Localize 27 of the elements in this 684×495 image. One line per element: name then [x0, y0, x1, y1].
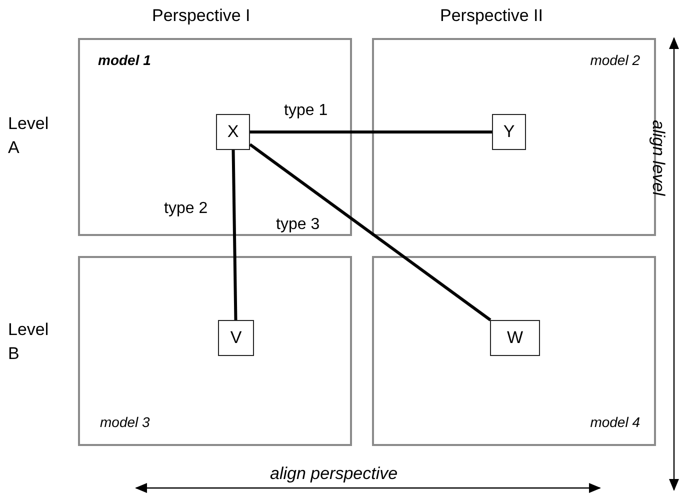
model-title: model 4 — [590, 414, 640, 430]
node-box — [218, 320, 254, 356]
connector-line — [232, 150, 238, 320]
model-title: model 1 — [98, 52, 151, 68]
axis-label: align level — [648, 120, 668, 196]
model-title: model 2 — [590, 52, 640, 68]
edge-label: type 3 — [274, 216, 322, 234]
model-panel — [78, 256, 352, 446]
node-label: W — [506, 328, 524, 348]
node-label: V — [230, 328, 242, 348]
column-label: Perspective II — [440, 6, 543, 26]
column-label: Perspective I — [152, 6, 250, 26]
axis-label: align perspective — [270, 464, 398, 484]
edge-label: type 2 — [162, 200, 210, 218]
connector-line — [250, 130, 492, 134]
node-label: X — [227, 122, 239, 142]
node-box — [492, 114, 526, 150]
row-label: Level A — [8, 113, 48, 159]
node-label: Y — [503, 122, 515, 142]
connector-line — [249, 143, 492, 322]
row-label: Level B — [8, 319, 48, 365]
model-title: model 3 — [100, 414, 150, 430]
model-panel — [78, 38, 352, 236]
edge-label: type 1 — [282, 102, 330, 120]
model-panel — [372, 256, 656, 446]
node-box — [490, 320, 540, 356]
node-box — [216, 114, 250, 150]
